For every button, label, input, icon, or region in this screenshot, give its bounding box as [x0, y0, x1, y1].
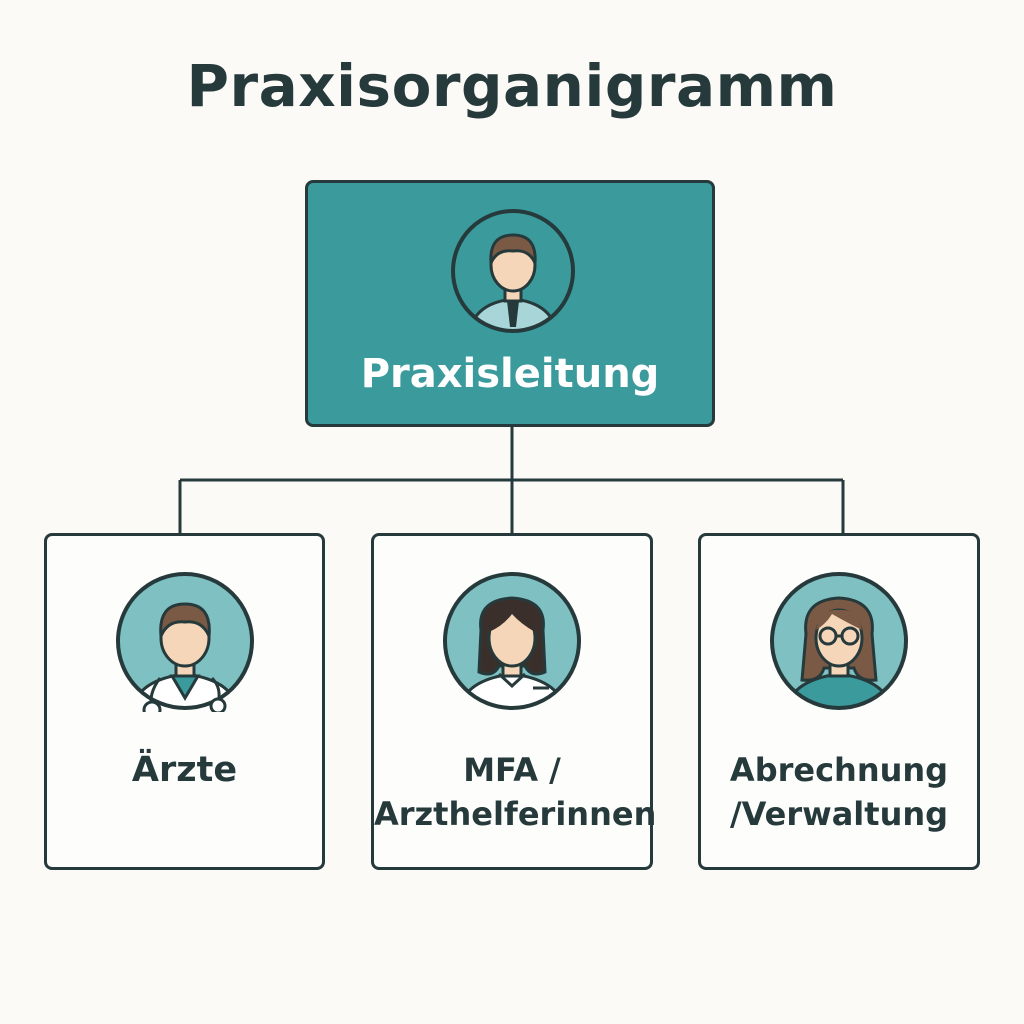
org-node-praxisleitung: Praxisleitung [305, 180, 715, 427]
page-title: Praxisorganigramm [186, 52, 838, 120]
org-node-label: Praxisleitung [360, 351, 660, 397]
org-node-aerzte: Ärzte [44, 533, 325, 870]
manager-avatar-icon [451, 209, 575, 333]
org-node-label: MFA / Arzthelferinnen [374, 751, 657, 833]
org-node-verwaltung: Abrechnung /Verwaltung [698, 533, 980, 870]
doctor-avatar-icon [115, 572, 254, 712]
admin-avatar-icon [770, 572, 908, 710]
org-node-mfa: MFA / Arzthelferinnen [371, 533, 657, 870]
assistant-avatar-icon [443, 572, 581, 710]
org-node-label: Abrechnung /Verwaltung [729, 751, 949, 833]
org-node-label: Ärzte [131, 750, 238, 790]
